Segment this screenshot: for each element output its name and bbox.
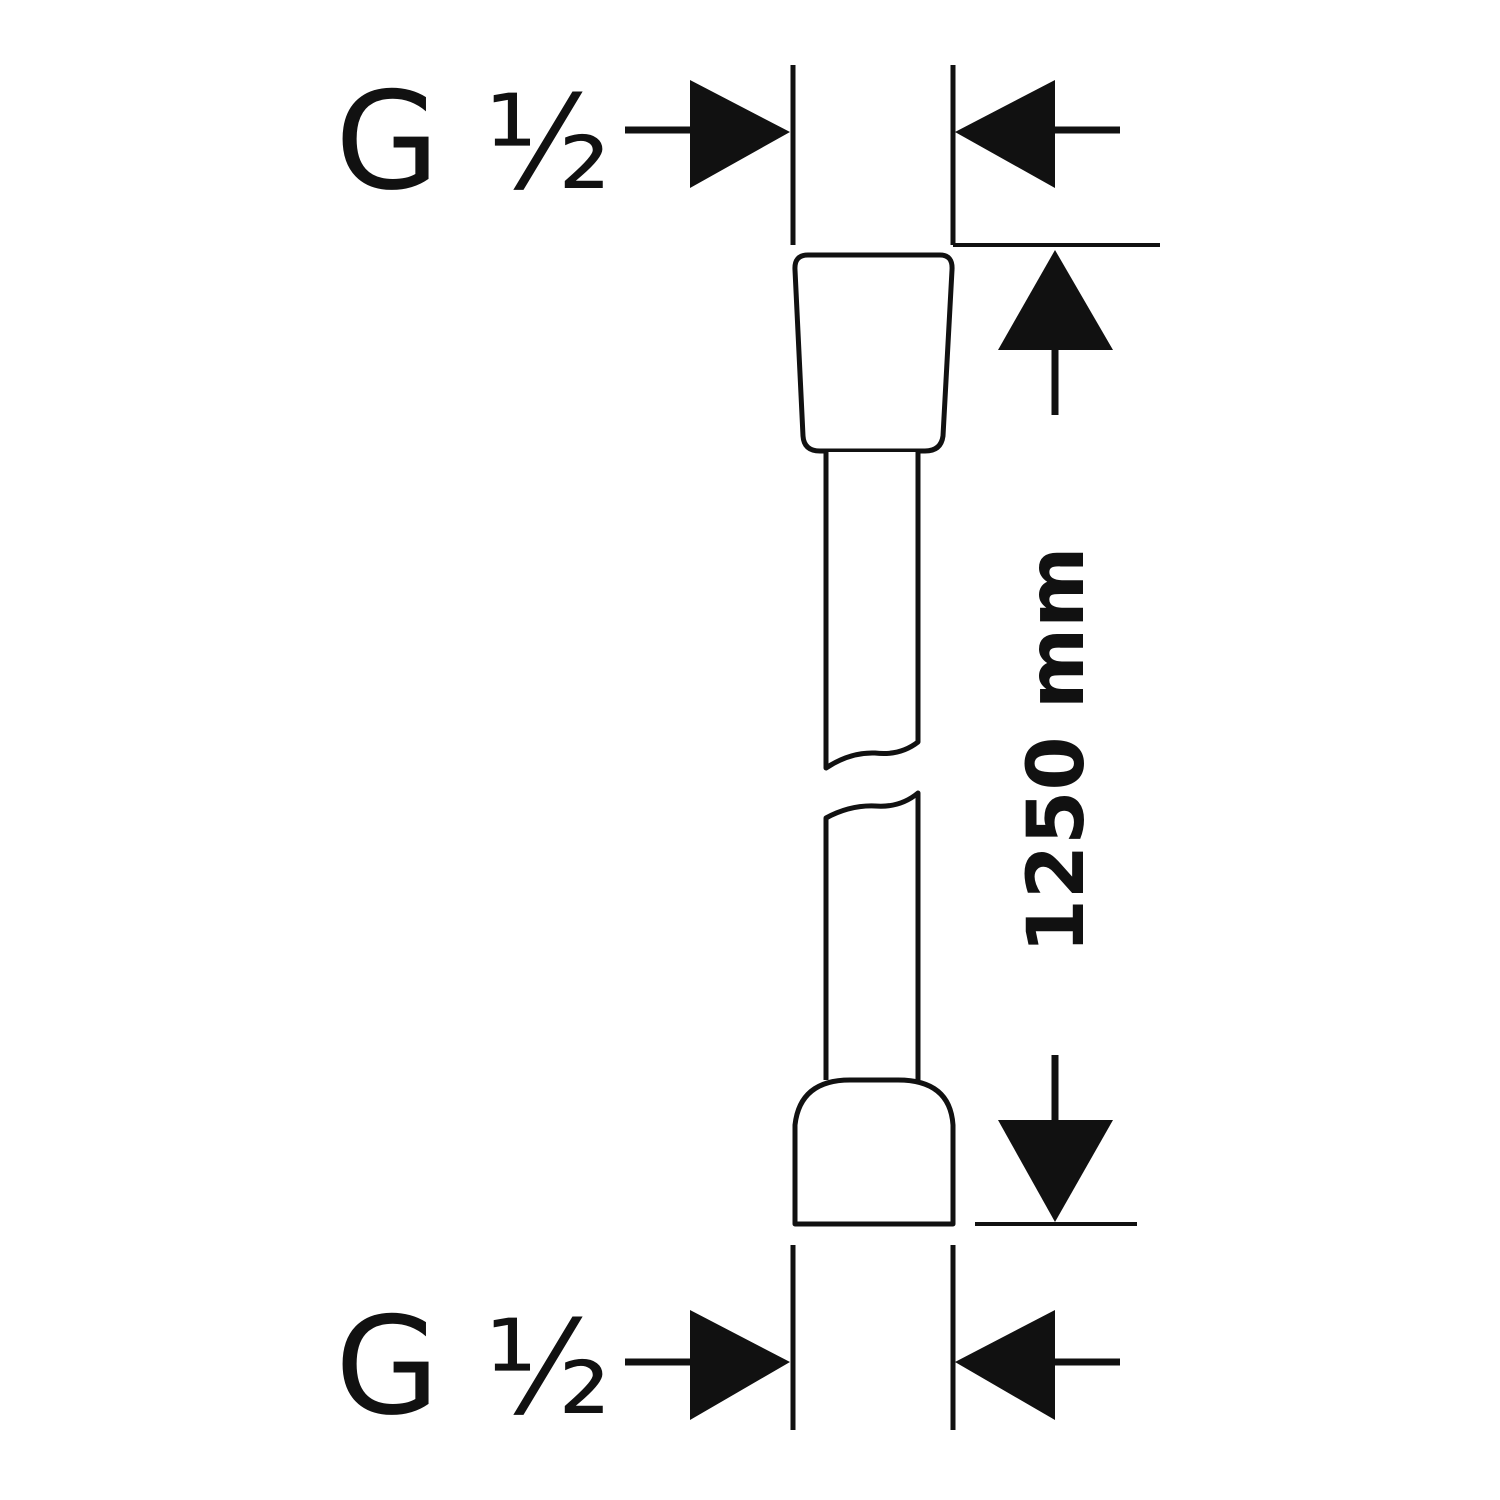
top-right-arrow-head-icon [955,80,1055,188]
bottom-width-dimension [625,1245,1120,1430]
hose-upper-segment [823,452,921,771]
bottom-right-arrow-head-icon [955,1310,1055,1420]
top-thread-letter: G [335,63,440,220]
shower-hose [792,252,956,1227]
top-hose-nut [792,252,955,454]
bottom-thread-label: G ½ [335,1288,611,1445]
length-dimension [953,243,1160,1226]
bottom-left-arrow-head-icon [690,1310,790,1420]
hose-lower-segment [823,790,921,1080]
top-left-arrow-head-icon [690,80,790,188]
length-label: 1250 mm [1012,547,1102,954]
top-thread-label: G ½ [335,63,611,220]
top-thread-fraction: ½ [485,67,611,219]
down-arrow-head-icon [998,1120,1113,1222]
bottom-thread-letter: G [335,1288,440,1445]
bottom-thread-fraction: ½ [485,1292,611,1444]
bottom-hose-cone [792,1077,956,1227]
top-width-dimension [625,65,1120,245]
up-arrow-head-icon [998,250,1113,350]
